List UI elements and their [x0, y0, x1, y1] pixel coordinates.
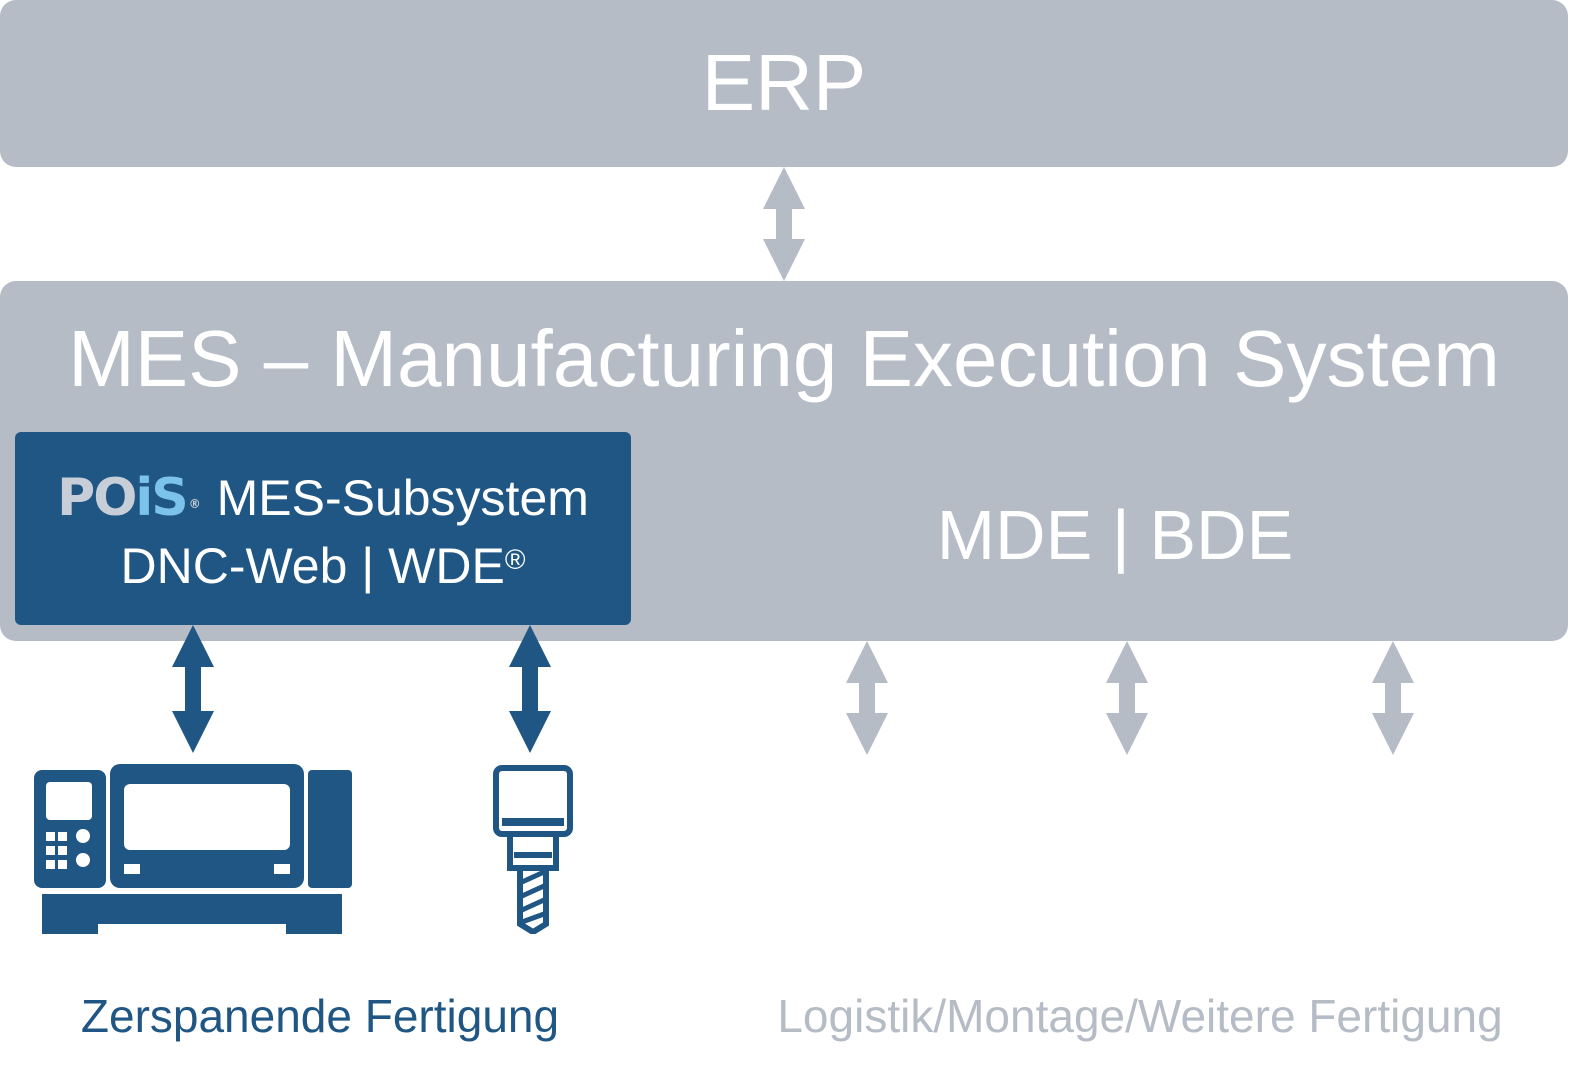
- pois-logo: POiS®: [57, 468, 201, 528]
- pois-subsystem-label: MES-Subsystem: [216, 470, 589, 526]
- mde-bde-label: MDE | BDE: [936, 496, 1294, 574]
- erp-mes-arrow-icon: [763, 167, 805, 281]
- pois-products-label: DNC-Web | WDE®: [120, 538, 526, 594]
- pois-subsystem-heading: POiS® MES-Subsystem: [15, 468, 631, 528]
- machine-tool-icon: [34, 764, 352, 934]
- mde-arrow-2-icon: [1106, 641, 1148, 755]
- mde-arrow-1-icon: [846, 641, 888, 755]
- spindle-arrow-icon: [509, 625, 551, 753]
- mes-title: MES – Manufacturing Execution System: [68, 314, 1500, 403]
- milling-spindle-icon: [493, 765, 573, 934]
- machining-label: Zerspanende Fertigung: [80, 990, 560, 1042]
- erp-box: ERP: [0, 0, 1568, 167]
- mde-arrow-3-icon: [1372, 641, 1414, 755]
- logistics-label: Logistik/Montage/Weitere Fertigung: [777, 990, 1503, 1042]
- pois-subsystem-box: POiS® MES-Subsystem DNC-Web | WDE®: [15, 432, 631, 625]
- erp-title: ERP: [701, 38, 867, 127]
- machine-arrow-icon: [172, 625, 214, 753]
